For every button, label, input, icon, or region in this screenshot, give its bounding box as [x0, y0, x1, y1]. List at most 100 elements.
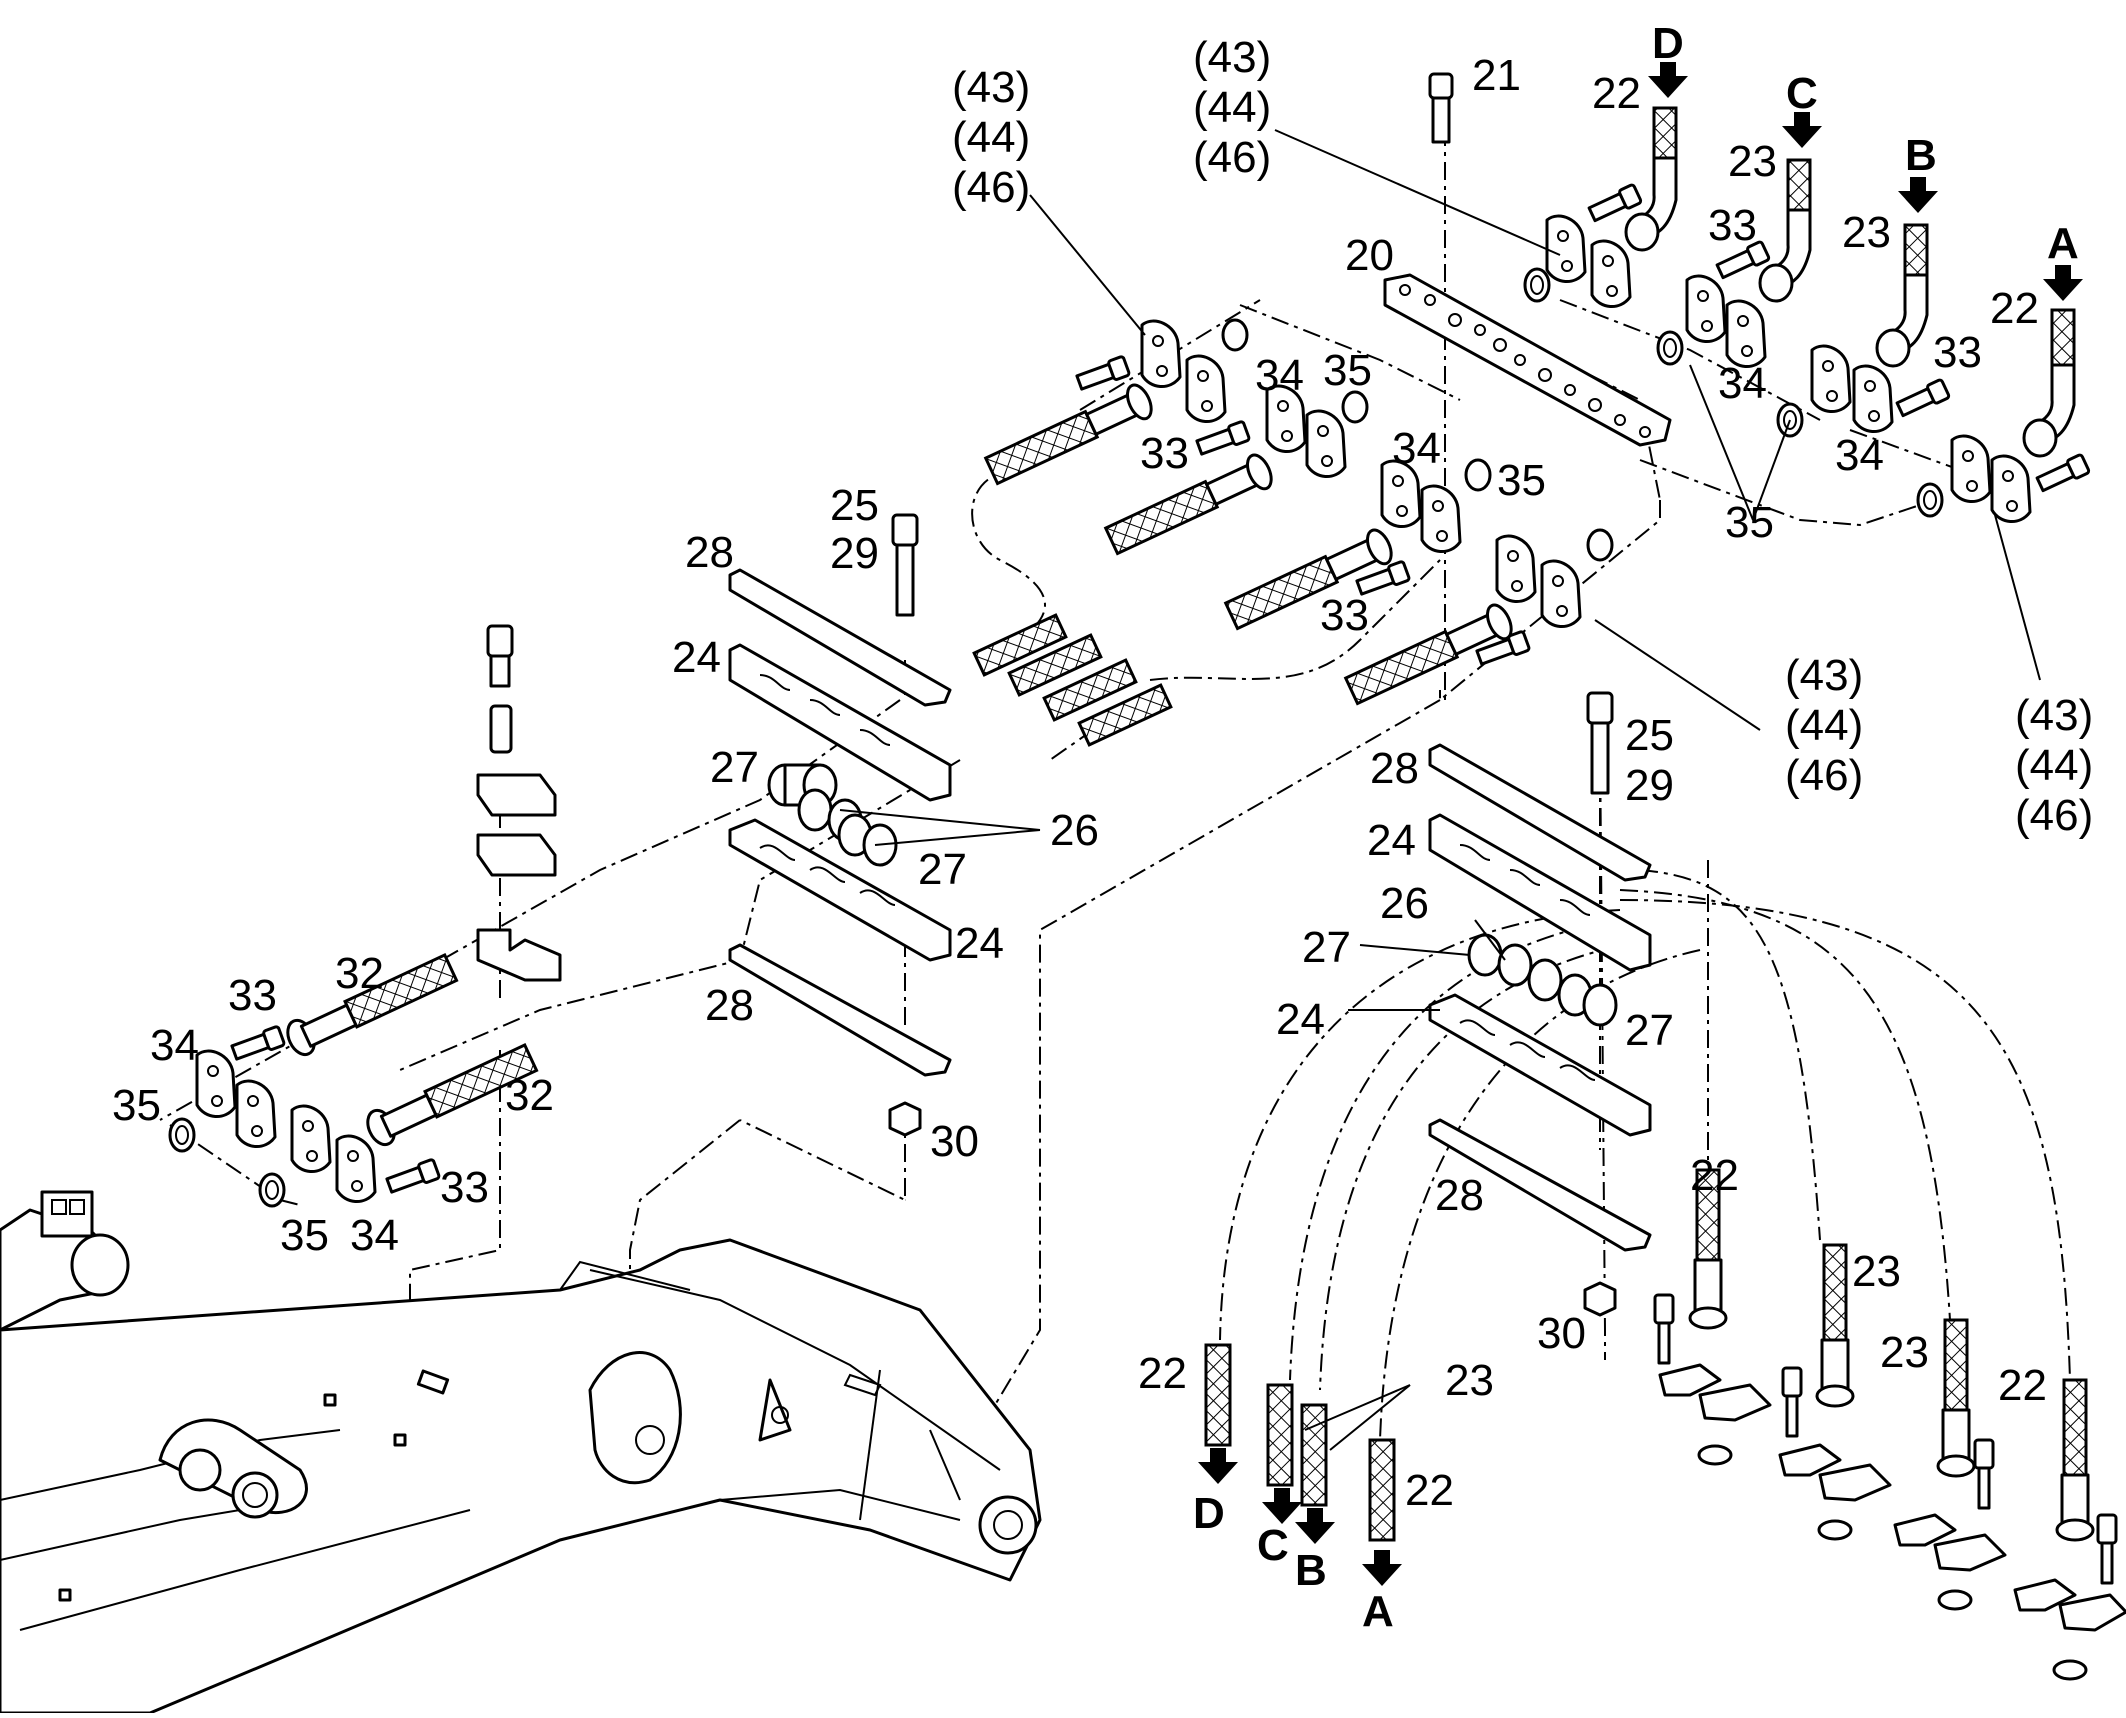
svg-text:(43): (43) — [952, 63, 1030, 112]
callout-33: 33 — [1708, 201, 1757, 250]
callout-34: 34 — [350, 1211, 399, 1260]
callout-22: 22 — [1138, 1349, 1187, 1398]
connector-c-top: C — [1786, 69, 1818, 118]
callout-25: 25 — [830, 481, 879, 530]
callout-21: 21 — [1472, 51, 1521, 100]
manifold-block-20 — [1383, 273, 1672, 447]
callout-22: 22 — [1990, 284, 2039, 333]
svg-text:(43): (43) — [1785, 651, 1863, 700]
callout-32: 32 — [505, 1071, 554, 1120]
callout-24: 24 — [1276, 995, 1325, 1044]
callout-35: 35 — [1725, 498, 1774, 547]
svg-text:(46): (46) — [1193, 133, 1271, 182]
connector-d-top: D — [1652, 19, 1684, 68]
upper-hose-sections — [972, 383, 1513, 747]
callout-28: 28 — [685, 528, 734, 577]
callout-34: 34 — [1718, 359, 1767, 408]
callout-28: 28 — [705, 981, 754, 1030]
connector-d-bottom: D — [1193, 1489, 1225, 1538]
callout-22: 22 — [1405, 1466, 1454, 1515]
svg-text:(46): (46) — [952, 163, 1030, 212]
arrow-c-bottom — [1262, 1488, 1302, 1524]
callout-23: 23 — [1842, 208, 1891, 257]
callout-27: 27 — [918, 845, 967, 894]
callout-32: 32 — [335, 949, 384, 998]
arrow-b-top — [1898, 177, 1938, 213]
svg-text:(46): (46) — [2015, 791, 2093, 840]
svg-text:(44): (44) — [1193, 83, 1271, 132]
callout-30: 30 — [930, 1117, 979, 1166]
callout-26: 26 — [1380, 879, 1429, 928]
bottom-hose-ends — [1204, 1343, 1396, 1542]
callout-23: 23 — [1728, 137, 1777, 186]
svg-text:(43): (43) — [1193, 33, 1271, 82]
upper-mid-clamps — [1074, 318, 1614, 669]
callout-33: 33 — [440, 1163, 489, 1212]
callout-24: 24 — [955, 919, 1004, 968]
callout-35: 35 — [280, 1211, 329, 1260]
callout-35: 35 — [112, 1081, 161, 1130]
callout-28: 28 — [1435, 1171, 1484, 1220]
leader-lines — [839, 129, 2041, 1451]
callout-30: 30 — [1537, 1309, 1586, 1358]
bolt-21 — [1428, 72, 1454, 144]
arrow-b-bottom — [1295, 1508, 1335, 1544]
callout-35: 35 — [1497, 456, 1546, 505]
callout-28: 28 — [1370, 744, 1419, 793]
callout-24: 24 — [1367, 816, 1416, 865]
reference-group-3: (43) (44) (46) — [1785, 651, 1863, 800]
callout-29: 29 — [830, 529, 879, 578]
callout-34: 34 — [1835, 431, 1884, 480]
callout-23: 23 — [1880, 1328, 1929, 1377]
callout-35: 35 — [1323, 346, 1372, 395]
callout-34: 34 — [1392, 424, 1441, 473]
connector-letters: D C B A D C B A — [1193, 19, 2079, 1636]
callout-33: 33 — [1933, 328, 1982, 377]
callout-27: 27 — [1625, 1006, 1674, 1055]
left-hoses-32 — [168, 953, 539, 1208]
right-clamp-bracket — [1428, 691, 1652, 1317]
svg-text:(44): (44) — [952, 113, 1030, 162]
construction-lines — [159, 128, 2071, 1441]
callout-34: 34 — [150, 1021, 199, 1070]
reference-group-1: (43) (44) (46) — [952, 63, 1030, 212]
callout-26: 26 — [1050, 806, 1099, 855]
reference-group-4: (43) (44) (46) — [2015, 691, 2093, 840]
callout-34: 34 — [1255, 351, 1304, 400]
connector-b-bottom: B — [1295, 1546, 1327, 1595]
callout-22: 22 — [1592, 69, 1641, 118]
boom-cylinder-end — [0, 1190, 130, 1332]
callout-33: 33 — [1140, 429, 1189, 478]
callout-27: 27 — [710, 743, 759, 792]
excavator-boom — [0, 1238, 1042, 1715]
callout-22: 22 — [1998, 1361, 2047, 1410]
callout-33: 33 — [228, 971, 277, 1020]
callout-23: 23 — [1852, 1247, 1901, 1296]
svg-text:(44): (44) — [2015, 741, 2093, 790]
connector-c-bottom: C — [1257, 1521, 1289, 1570]
arrow-a-top — [2043, 265, 2083, 301]
callout-24: 24 — [672, 633, 721, 682]
callout-33: 33 — [1320, 591, 1369, 640]
arrow-d-bottom — [1198, 1448, 1238, 1484]
callout-20: 20 — [1345, 231, 1394, 280]
upper-hose-fittings — [1624, 106, 2076, 458]
connector-a-top: A — [2047, 219, 2079, 268]
callout-22: 22 — [1690, 1151, 1739, 1200]
connector-b-top: B — [1905, 131, 1937, 180]
callout-27: 27 — [1302, 923, 1351, 972]
callout-29: 29 — [1625, 761, 1674, 810]
connector-a-bottom: A — [1362, 1587, 1394, 1636]
arrow-a-bottom — [1362, 1550, 1402, 1586]
svg-text:(43): (43) — [2015, 691, 2093, 740]
svg-text:(46): (46) — [1785, 751, 1863, 800]
reference-group-2: (43) (44) (46) — [1193, 33, 1271, 182]
callout-labels: 20 21 22 22 22 22 22 22 23 23 23 23 23 2… — [112, 51, 2047, 1515]
upper-clamp-bracket — [728, 513, 952, 1137]
left-bracket-stack — [476, 624, 562, 982]
right-hose-ends — [1653, 1168, 2126, 1681]
callout-23: 23 — [1445, 1356, 1494, 1405]
svg-text:(44): (44) — [1785, 701, 1863, 750]
callout-25: 25 — [1625, 711, 1674, 760]
